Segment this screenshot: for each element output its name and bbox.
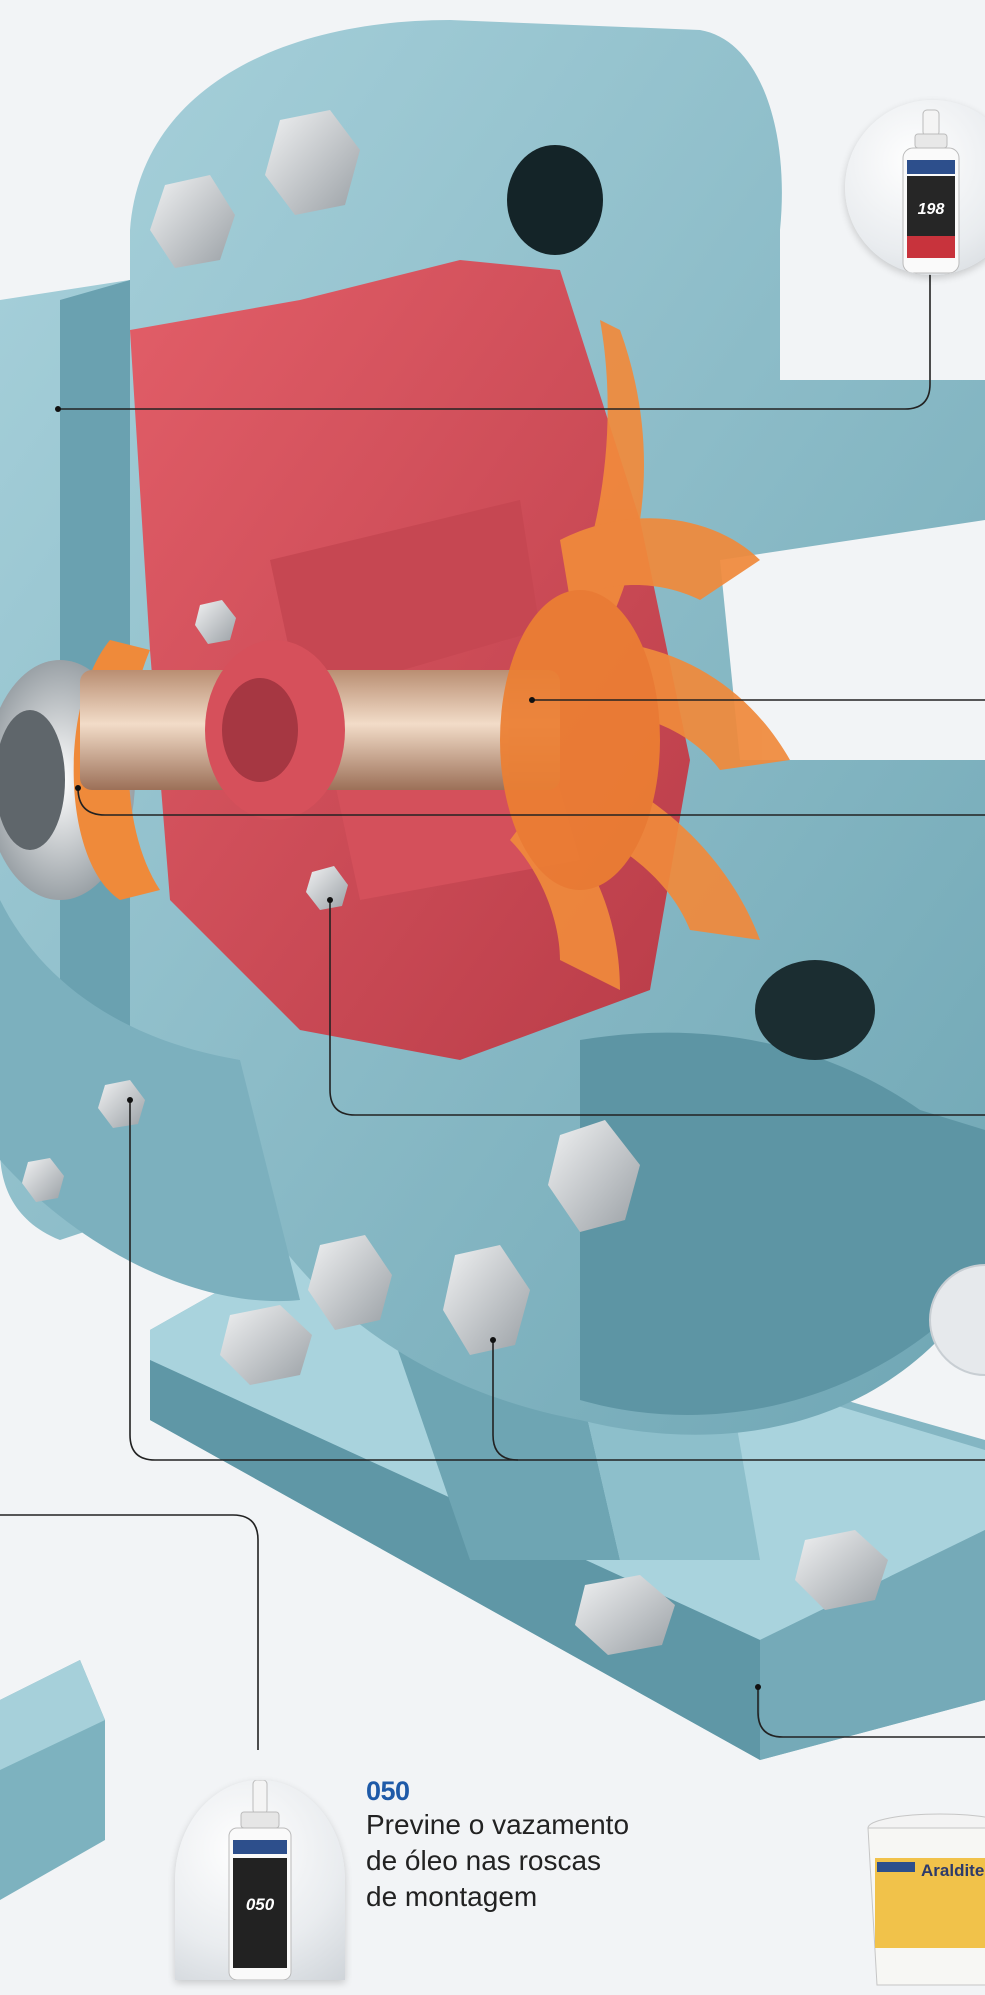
callout-dots xyxy=(55,406,761,1690)
description-line-2: de óleo nas roscas xyxy=(366,1845,602,1876)
product-198-thumbnail: 198 xyxy=(845,100,985,275)
partial-product-circle-right xyxy=(929,1264,985,1376)
product-code: 050 xyxy=(366,1776,410,1806)
left-base-fragment xyxy=(0,1660,105,1900)
product-araldite-bucket: Araldite xyxy=(865,1810,985,1990)
bucket-icon: Araldite xyxy=(867,1813,985,1986)
product-050-thumbnail: 050 xyxy=(175,1780,345,1980)
product-050-caption: 050 Previne o vazamento de óleo nas rosc… xyxy=(366,1775,686,1915)
adhesive-bottle-icon: 198 xyxy=(902,109,960,274)
callout-lines xyxy=(0,268,985,1750)
bolts xyxy=(22,110,888,1655)
shaft xyxy=(80,640,560,820)
bottle-label-198: 198 xyxy=(918,201,945,218)
bucket-brand-label: Araldite xyxy=(921,1861,984,1880)
description-line-3: de montagem xyxy=(366,1881,538,1912)
description-line-1: Previne o vazamento xyxy=(366,1809,630,1840)
adhesive-tube-icon: 050 xyxy=(228,1780,292,1980)
tube-label-050: 050 xyxy=(246,1895,275,1914)
